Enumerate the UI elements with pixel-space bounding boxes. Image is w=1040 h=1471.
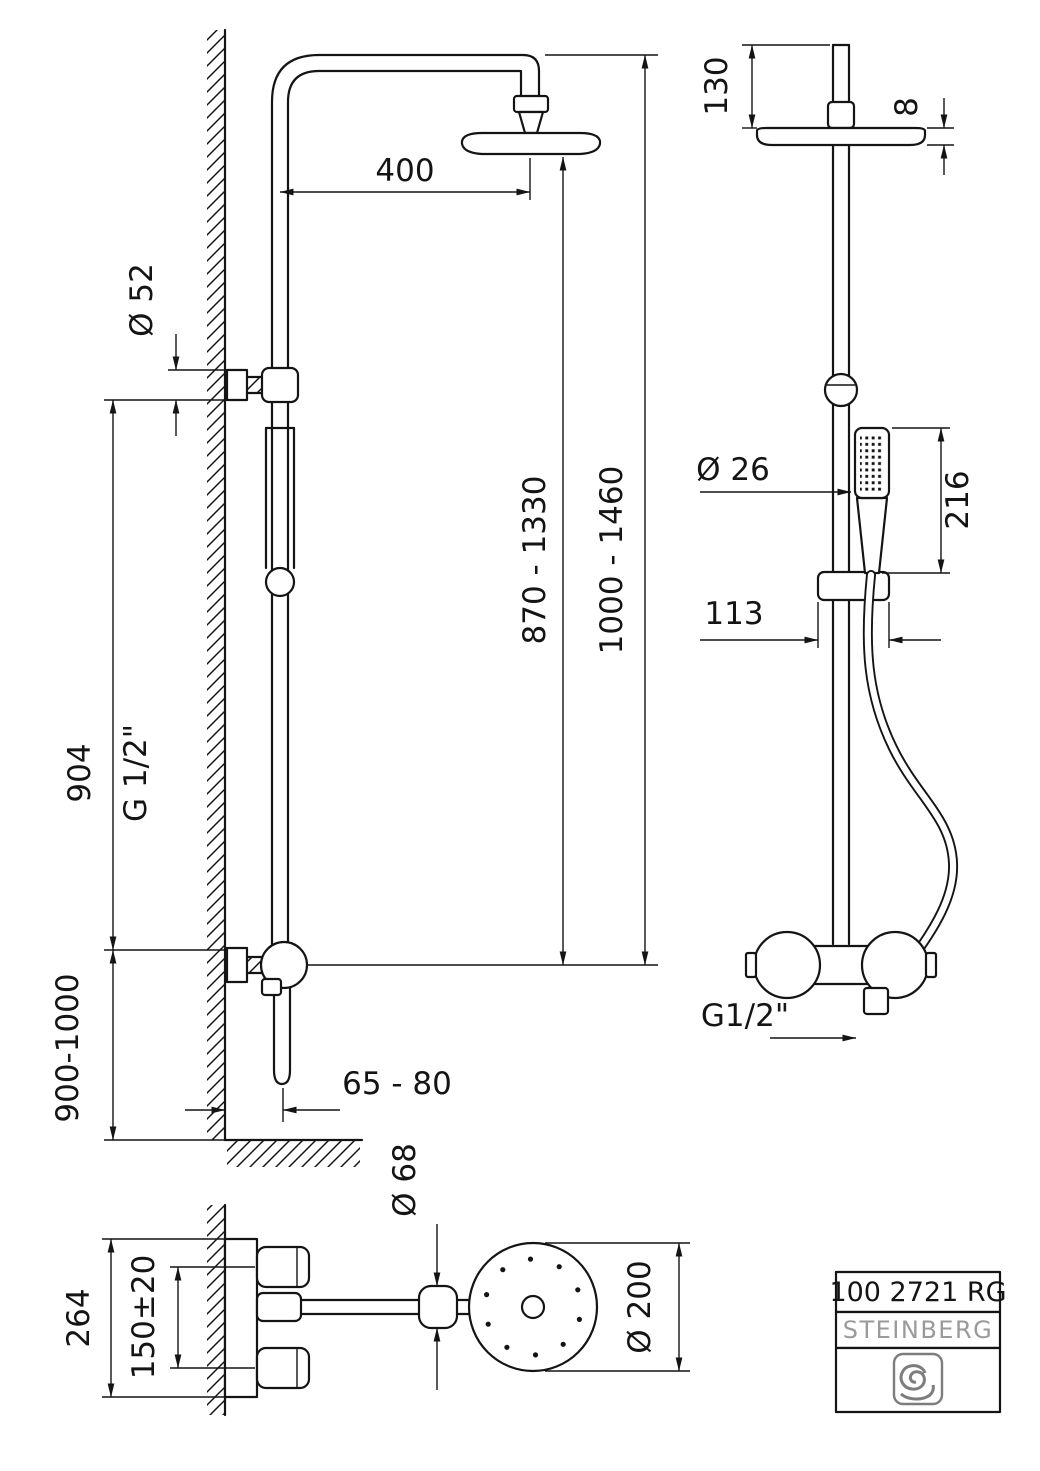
thermostat-left-knob (752, 930, 822, 1000)
handshower-handle (855, 496, 889, 575)
hose-thread-label: G1/2" (701, 998, 789, 1034)
dim-head-thickness-label: 8 (889, 97, 925, 117)
floor-hatch (227, 1141, 360, 1167)
valve-center-boss (255, 1291, 303, 1323)
slider-knob (264, 566, 296, 598)
valve-knob-top-2 (255, 1346, 311, 1390)
arm-ball-housing (417, 1284, 459, 1330)
handshower-spray-face (860, 434, 884, 492)
valve-knob-side (260, 977, 283, 997)
lower-escutcheon (225, 946, 249, 984)
wall-hatch (207, 30, 225, 1140)
dim-valve-width-label: 264 (61, 1288, 97, 1347)
dim-bracket-width-label: 113 (704, 596, 763, 632)
valve-base-plate (223, 1237, 259, 1399)
riser-pipe-outline (270, 53, 541, 947)
dim-head-dia-label: Ø 200 (622, 1260, 658, 1353)
supply-thread-label: G 1/2" (118, 724, 154, 822)
dim-head-height-range-label: 870 - 1330 (517, 476, 553, 645)
dim-wall-clearance-label: 65 - 80 (342, 1066, 452, 1102)
hose-loop-side (272, 986, 292, 1086)
upper-thread-hatch (248, 378, 264, 393)
product-code-box (834, 1270, 1002, 1314)
front-view: 130 8 Ø 26 216 113 G1/2" (696, 43, 976, 1042)
front-head-connector (826, 100, 856, 130)
lower-thread-hatch (248, 958, 262, 972)
rain-head-front (755, 126, 927, 147)
upper-escutcheon (225, 368, 249, 402)
side-view: 400 Ø 52 904 G 1/2" 900-1000 65 - 80 870… (50, 28, 658, 1167)
brand-name: STEINBERG (843, 1316, 994, 1344)
steinberg-logo-icon (892, 1352, 944, 1406)
dim-head-drop-label: 130 (699, 56, 735, 115)
valve-knob-top-1 (255, 1245, 311, 1289)
upper-riser-clamp (260, 366, 300, 404)
left-knob-button (744, 951, 758, 979)
slider-bracket (816, 570, 891, 602)
dim-supply-rosette-label: Ø 52 (124, 263, 160, 337)
dim-riser-span-label: 904 (62, 743, 98, 802)
head-connector-nut (512, 94, 550, 114)
wall-hatch-bottom (207, 1205, 225, 1415)
dim-joint-dia-label: Ø 68 (387, 1143, 423, 1217)
brand-box (834, 1310, 1002, 1350)
hose-fitting-nut (862, 986, 890, 1016)
dim-handshower-dia-label: Ø 26 (696, 452, 770, 488)
product-code: 100 2721 RG (829, 1277, 1006, 1308)
dim-total-height-range-label: 1000 - 1460 (594, 466, 630, 655)
rain-head-side (460, 131, 602, 156)
pipe-ball-joint (823, 372, 859, 408)
logo-box (834, 1346, 1002, 1414)
dim-arm-length-label: 400 (375, 153, 434, 189)
right-knob-button (924, 951, 938, 979)
title-block: 100 2721 RG STEINBERG (829, 1270, 1007, 1414)
riser-pipe-inline (286, 69, 523, 947)
dim-handshower-length-label: 216 (940, 470, 976, 529)
dim-valve-mount-height-label: 900-1000 (50, 973, 86, 1122)
top-view: 264 150±20 Ø 68 Ø 200 (61, 1143, 690, 1417)
head-center-hub (520, 1294, 546, 1320)
head-nozzle-dots (484, 1256, 583, 1358)
head-ball-joint (517, 110, 545, 135)
dim-port-spacing-label: 150±20 (126, 1255, 162, 1380)
